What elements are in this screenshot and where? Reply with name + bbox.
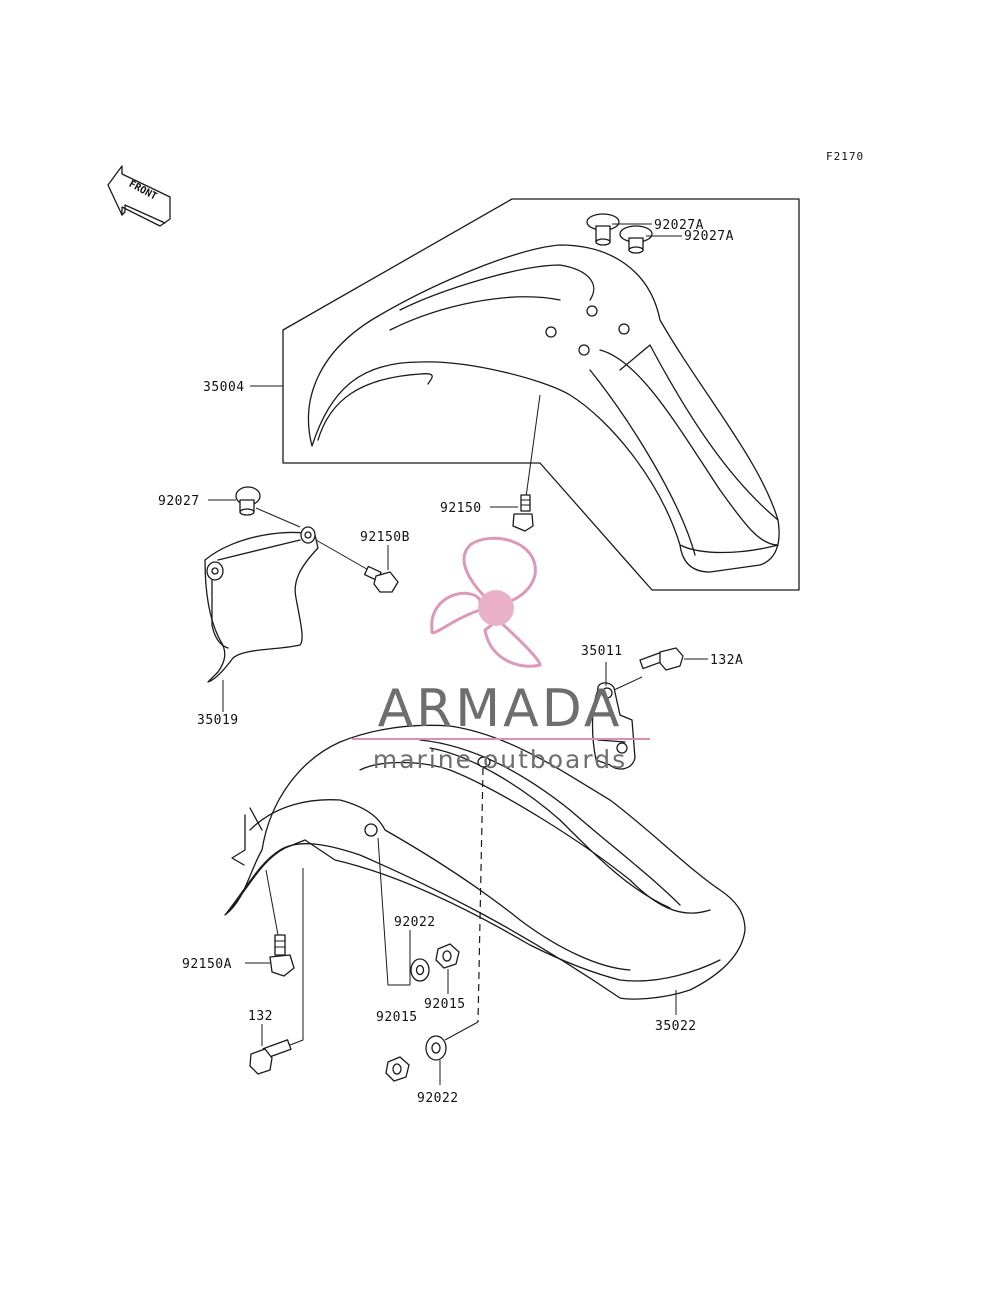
label-92022-1: 92022 xyxy=(394,915,436,930)
label-92150: 92150 xyxy=(440,501,482,516)
dashed-guide xyxy=(477,767,484,1023)
grommet-92027A-2 xyxy=(619,225,653,254)
label-92150B: 92150B xyxy=(360,530,410,545)
nut-92015-1 xyxy=(435,943,460,969)
label-35019: 35019 xyxy=(197,713,239,728)
front-fender xyxy=(307,244,780,573)
label-92015-2: 92015 xyxy=(376,1010,418,1025)
bolt-92150A xyxy=(269,934,295,977)
label-92015-1: 92015 xyxy=(424,997,466,1012)
label-132: 132 xyxy=(248,1009,273,1024)
washer-92022-2 xyxy=(425,1035,447,1061)
watermark-subtitle: marine outboards xyxy=(373,745,627,774)
front-arrow-icon: FRONT xyxy=(107,165,171,227)
washer-92022-1 xyxy=(410,958,430,982)
grommet-92027A-1 xyxy=(586,213,620,246)
bolt-132A xyxy=(639,647,684,671)
front-fender-box xyxy=(282,198,800,591)
label-92027A-1: 92027A xyxy=(654,218,704,233)
bolt-92150B xyxy=(363,565,399,593)
bolt-132 xyxy=(249,1039,292,1075)
label-35011: 35011 xyxy=(581,644,623,659)
nut-92015-2 xyxy=(385,1056,410,1082)
diagram-code: F2170 xyxy=(826,150,864,163)
label-132A: 132A xyxy=(710,653,743,668)
label-35022: 35022 xyxy=(655,1019,697,1034)
label-92027: 92027 xyxy=(158,494,200,509)
grommet-92027 xyxy=(235,486,261,516)
label-35004: 35004 xyxy=(203,380,245,395)
armada-logo-icon xyxy=(430,536,542,668)
label-92022-2: 92022 xyxy=(417,1091,459,1106)
label-92027A-2: 92027A xyxy=(684,229,734,244)
bracket-35019 xyxy=(204,526,319,683)
watermark-title: ARMADA xyxy=(378,679,623,739)
label-92150A: 92150A xyxy=(182,957,232,972)
bolt-92150 xyxy=(512,494,534,532)
rear-fender xyxy=(224,724,746,1000)
